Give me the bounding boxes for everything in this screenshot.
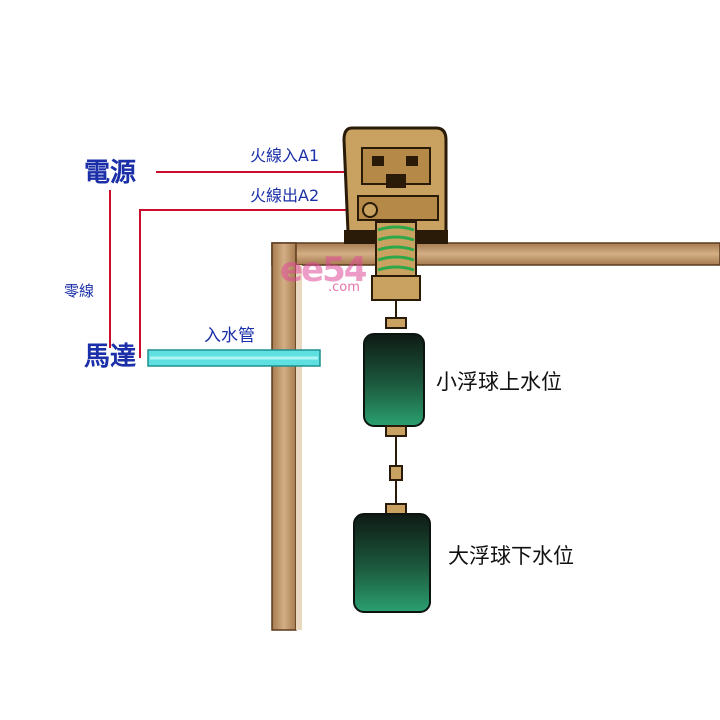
float-switch	[342, 126, 448, 329]
wiring	[109, 171, 348, 358]
float-rod	[385, 436, 407, 515]
watermark-logo: ee54 .com	[268, 250, 398, 300]
large-float-label: 大浮球下水位	[448, 544, 574, 568]
tank-left-wall	[271, 242, 297, 631]
inlet-pipe-label: 入水管	[204, 326, 255, 346]
inlet-pipe	[147, 349, 321, 367]
tank	[271, 242, 720, 631]
small-float	[363, 333, 425, 437]
live-in-label: 火線入A1	[250, 146, 320, 165]
motor-label: 馬達	[84, 342, 137, 372]
watermark-main: ee54	[280, 250, 367, 290]
large-float	[353, 513, 431, 613]
power-label: 電源	[84, 158, 137, 188]
neutral-label: 零線	[64, 282, 95, 300]
small-float-label: 小浮球上水位	[436, 370, 562, 394]
live-out-label: 火線出A2	[250, 186, 320, 205]
live-out-wire	[139, 209, 348, 358]
watermark-sub: .com	[328, 280, 360, 295]
